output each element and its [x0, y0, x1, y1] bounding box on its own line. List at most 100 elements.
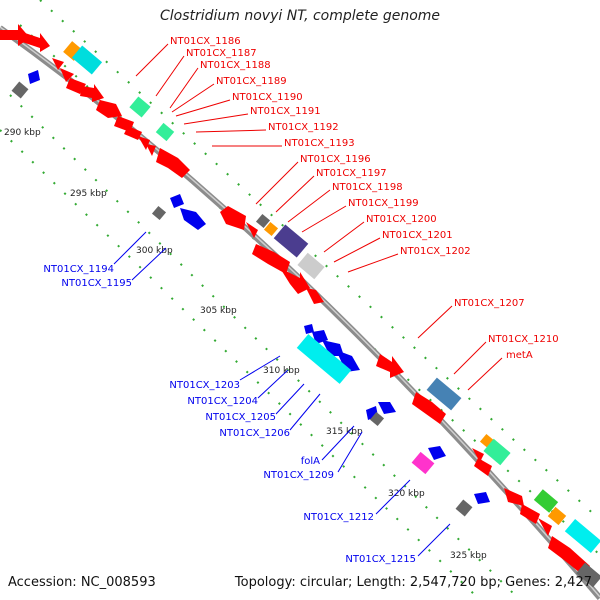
leader-line	[257, 369, 289, 399]
gene-arrow[interactable]	[378, 402, 396, 414]
gene-arrow[interactable]	[170, 194, 184, 208]
gene-label[interactable]: NT01CX_1215	[345, 554, 416, 565]
gene-arrow[interactable]	[96, 100, 122, 118]
gene-arrow[interactable]	[220, 206, 246, 230]
gene-label[interactable]: NT01CX_1196	[300, 154, 371, 165]
gene-label[interactable]: NT01CX_1186	[170, 36, 241, 47]
leader-line	[417, 305, 453, 339]
gene-block[interactable]	[273, 224, 309, 258]
gene-label[interactable]: NT01CX_1206	[219, 428, 290, 439]
leader-line	[113, 231, 147, 265]
leader-line	[195, 129, 267, 133]
gene-label[interactable]: NT01CX_1209	[263, 470, 334, 481]
gene-arrow[interactable]	[304, 324, 314, 334]
gene-arrow[interactable]	[504, 488, 524, 506]
gene-arrow[interactable]	[306, 288, 324, 304]
gene-label[interactable]: NT01CX_1192	[268, 122, 339, 133]
gene-label[interactable]: NT01CX_1191	[250, 106, 321, 117]
gene-arrow[interactable]	[474, 458, 492, 476]
gene-block[interactable]	[151, 205, 167, 221]
gene-block[interactable]	[533, 489, 559, 513]
gene-arrow[interactable]	[538, 518, 552, 536]
blue-leaders	[113, 231, 451, 557]
gene-label[interactable]: NT01CX_1210	[488, 334, 559, 345]
kbp-scale: 290 kbp 295 kbp 300 kbp 305 kbp 310 kbp …	[4, 128, 487, 561]
leader-line	[275, 383, 305, 415]
gene-block[interactable]	[369, 411, 385, 427]
gene-arrow[interactable]	[80, 84, 104, 102]
kbp-label: 305 kbp	[200, 306, 237, 316]
leader-line	[347, 253, 399, 273]
gene-arrow[interactable]	[474, 492, 490, 504]
gene-arrow[interactable]	[52, 58, 64, 70]
gene-arrow[interactable]	[28, 70, 40, 84]
gene-label[interactable]: NT01CX_1189	[216, 76, 287, 87]
gene-label[interactable]: NT01CX_1205	[205, 412, 276, 423]
gene-arrow[interactable]	[336, 350, 360, 372]
leader-line	[135, 43, 169, 77]
red-gene-labels: NT01CX_1186 NT01CX_1187 NT01CX_1188 NT01…	[170, 36, 559, 361]
gene-label[interactable]: NT01CX_1207	[454, 298, 525, 309]
track-outer-2	[39, 0, 600, 521]
gene-label[interactable]: NT01CX_1199	[348, 198, 419, 209]
gene-block[interactable]	[263, 221, 279, 237]
gene-arrow[interactable]	[246, 222, 258, 238]
gene-block[interactable]	[547, 506, 567, 526]
gene-arrow[interactable]	[146, 144, 156, 156]
gene-label[interactable]: NT01CX_1202	[400, 246, 471, 257]
gene-arrow[interactable]	[60, 68, 74, 82]
gene-label[interactable]: NT01CX_1195	[61, 278, 132, 289]
gene-arrow[interactable]	[124, 126, 142, 140]
gene-block[interactable]	[296, 334, 352, 384]
gene-arrow[interactable]	[376, 354, 404, 378]
gene-arrow[interactable]	[180, 208, 206, 230]
gene-block[interactable]	[483, 438, 511, 466]
gene-block[interactable]	[411, 451, 435, 475]
leader-line	[467, 357, 503, 391]
gene-label[interactable]: NT01CX_1188	[200, 60, 271, 71]
gene-block[interactable]	[155, 122, 175, 142]
gene-label[interactable]: folA	[301, 456, 320, 467]
gene-block[interactable]	[455, 499, 473, 517]
gene-label[interactable]: NT01CX_1203	[169, 380, 240, 391]
gene-block[interactable]	[71, 45, 103, 75]
gene-label[interactable]: NT01CX_1204	[187, 396, 258, 407]
gene-arrow[interactable]	[428, 446, 446, 460]
gene-block[interactable]	[297, 252, 325, 280]
gene-arrow[interactable]	[66, 78, 86, 94]
gene-label[interactable]: NT01CX_1194	[43, 264, 114, 275]
leader-line	[175, 99, 231, 117]
gene-arrow[interactable]	[156, 148, 190, 178]
gene-block[interactable]	[11, 81, 29, 99]
gene-arrow[interactable]	[472, 448, 484, 462]
inner-strand-genes	[11, 70, 490, 517]
gene-label[interactable]: NT01CX_1200	[366, 214, 437, 225]
gene-block[interactable]	[426, 377, 462, 411]
gene-arrow[interactable]	[252, 244, 290, 274]
gene-arrow[interactable]	[280, 268, 310, 294]
gene-arrow[interactable]	[520, 504, 540, 524]
blue-gene-labels: NT01CX_1194 NT01CX_1195 NT01CX_1203 NT01…	[43, 264, 416, 565]
gene-block[interactable]	[564, 518, 600, 554]
gene-label[interactable]: NT01CX_1197	[316, 168, 387, 179]
leader-line	[171, 83, 215, 113]
gene-label[interactable]: metA	[506, 350, 533, 361]
gene-arrow[interactable]	[412, 392, 446, 424]
gene-label[interactable]: NT01CX_1198	[332, 182, 403, 193]
gene-label[interactable]: NT01CX_1193	[284, 138, 355, 149]
leader-line	[169, 67, 199, 109]
gene-label[interactable]: NT01CX_1212	[303, 512, 374, 523]
gene-label[interactable]: NT01CX_1201	[382, 230, 453, 241]
gene-arrow[interactable]	[548, 536, 590, 576]
gene-label[interactable]: NT01CX_1190	[232, 92, 303, 103]
leader-line	[417, 523, 451, 557]
gene-block[interactable]	[255, 213, 271, 229]
gene-arrow[interactable]	[138, 136, 150, 150]
gene-block[interactable]	[576, 562, 600, 588]
leader-line	[323, 221, 365, 253]
gene-arrow[interactable]	[22, 32, 50, 52]
gene-block[interactable]	[129, 96, 151, 118]
gene-label[interactable]: NT01CX_1187	[186, 48, 257, 59]
leader-line	[333, 237, 381, 263]
